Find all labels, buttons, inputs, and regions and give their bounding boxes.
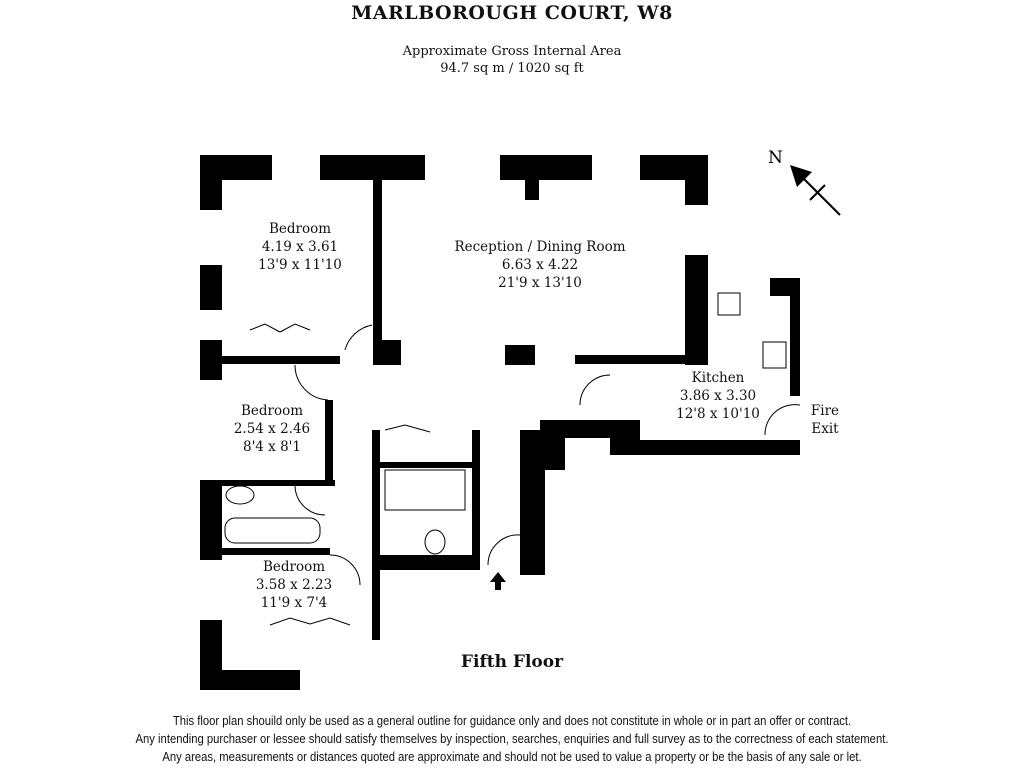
floor-label: Fifth Floor [460,652,564,672]
disclaimer-line-1: This floor plan shouild only be used as … [172,714,852,728]
disclaimer-line-2: Any intending purchaser or lessee should… [135,732,889,746]
area-label: Approximate Gross Internal Area [402,44,622,59]
entrance-arrow-icon [490,572,506,590]
plan-title: MARLBOROUGH COURT, W8 [351,2,673,24]
compass-north-label: N [768,148,783,168]
fixtures [224,292,801,626]
disclaimer-line-3: Any areas, measurements or distances quo… [162,750,862,764]
compass: N [768,148,841,216]
area-value: 94.7 sq m / 1020 sq ft [440,61,584,76]
walls [200,155,800,690]
